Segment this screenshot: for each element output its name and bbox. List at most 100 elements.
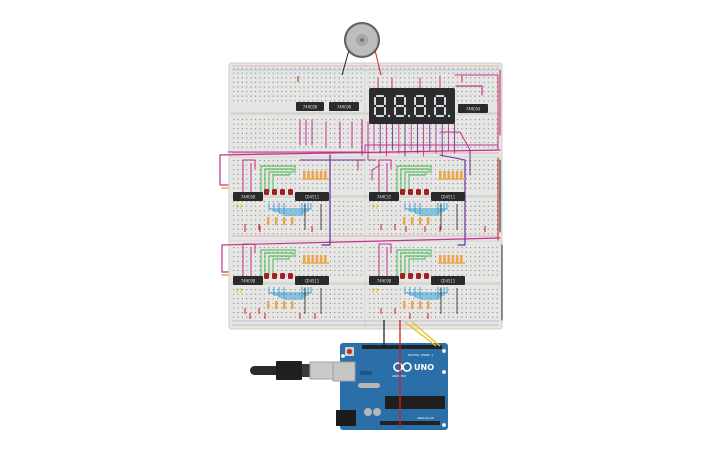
breadboard-hole[interactable] [439, 316, 441, 318]
breadboard-hole[interactable] [307, 119, 309, 121]
breadboard-hole[interactable] [325, 81, 327, 83]
breadboard-hole[interactable] [334, 214, 336, 216]
breadboard-hole[interactable] [360, 169, 362, 171]
breadboard-hole[interactable] [277, 91, 279, 93]
breadboard-hole[interactable] [430, 247, 432, 249]
breadboard-hole[interactable] [452, 164, 454, 166]
led[interactable] [400, 189, 405, 195]
breadboard-hole[interactable] [421, 128, 423, 130]
breadboard-hole[interactable] [268, 77, 270, 79]
breadboard-hole[interactable] [373, 298, 375, 300]
breadboard-hole[interactable] [246, 316, 248, 318]
breadboard-hole[interactable] [299, 205, 301, 207]
breadboard-hole[interactable] [241, 312, 243, 314]
breadboard-hole[interactable] [369, 128, 371, 130]
breadboard-hole[interactable] [496, 68, 498, 70]
breadboard-hole[interactable] [360, 142, 362, 144]
breadboard-hole[interactable] [356, 77, 358, 79]
breadboard-hole[interactable] [299, 256, 301, 258]
breadboard-hole[interactable] [391, 77, 393, 79]
breadboard-hole[interactable] [430, 265, 432, 267]
breadboard-hole[interactable] [430, 316, 432, 318]
breadboard-hole[interactable] [272, 169, 274, 171]
breadboard-hole[interactable] [487, 251, 489, 253]
breadboard-hole[interactable] [369, 274, 371, 276]
breadboard-hole[interactable] [263, 205, 265, 207]
breadboard-hole[interactable] [233, 95, 235, 97]
breadboard-hole[interactable] [496, 256, 498, 258]
breadboard-hole[interactable] [399, 169, 401, 171]
breadboard-hole[interactable] [399, 312, 401, 314]
breadboard-hole[interactable] [325, 187, 327, 189]
breadboard-hole[interactable] [413, 312, 415, 314]
breadboard-hole[interactable] [408, 256, 410, 258]
breadboard-hole[interactable] [263, 91, 265, 93]
ic-chip[interactable] [431, 192, 465, 201]
breadboard-hole[interactable] [377, 289, 379, 291]
breadboard-hole[interactable] [421, 307, 423, 309]
breadboard-hole[interactable] [496, 119, 498, 121]
breadboard-hole[interactable] [351, 68, 353, 70]
breadboard-hole[interactable] [413, 233, 415, 235]
breadboard-hole[interactable] [233, 128, 235, 130]
breadboard-hole[interactable] [299, 81, 301, 83]
breadboard-hole[interactable] [448, 68, 450, 70]
breadboard-hole[interactable] [268, 214, 270, 216]
breadboard-hole[interactable] [338, 95, 340, 97]
breadboard-hole[interactable] [290, 183, 292, 185]
breadboard-hole[interactable] [233, 219, 235, 221]
breadboard-hole[interactable] [351, 210, 353, 212]
breadboard-hole[interactable] [487, 68, 489, 70]
breadboard-hole[interactable] [391, 265, 393, 267]
breadboard-hole[interactable] [263, 86, 265, 88]
resistor[interactable] [291, 217, 294, 225]
breadboard-hole[interactable] [307, 81, 309, 83]
breadboard-hole[interactable] [377, 256, 379, 258]
breadboard-hole[interactable] [250, 160, 252, 162]
breadboard-hole[interactable] [382, 178, 384, 180]
breadboard-hole[interactable] [360, 119, 362, 121]
resistor[interactable] [427, 301, 430, 309]
breadboard-hole[interactable] [448, 160, 450, 162]
breadboard-hole[interactable] [237, 187, 239, 189]
breadboard-hole[interactable] [290, 91, 292, 93]
breadboard-hole[interactable] [417, 132, 419, 134]
breadboard-hole[interactable] [321, 160, 323, 162]
breadboard-hole[interactable] [356, 256, 358, 258]
breadboard-hole[interactable] [268, 146, 270, 148]
breadboard-hole[interactable] [321, 233, 323, 235]
resistor[interactable] [303, 255, 306, 263]
breadboard-hole[interactable] [294, 247, 296, 249]
breadboard-hole[interactable] [259, 219, 261, 221]
breadboard-hole[interactable] [246, 205, 248, 207]
breadboard-hole[interactable] [241, 210, 243, 212]
ic-chip[interactable] [233, 192, 263, 201]
breadboard-hole[interactable] [307, 274, 309, 276]
breadboard-hole[interactable] [461, 219, 463, 221]
breadboard-hole[interactable] [465, 119, 467, 121]
breadboard-hole[interactable] [474, 312, 476, 314]
breadboard-hole[interactable] [233, 146, 235, 148]
breadboard-hole[interactable] [294, 100, 296, 102]
breadboard-hole[interactable] [417, 293, 419, 295]
breadboard-hole[interactable] [408, 77, 410, 79]
breadboard-hole[interactable] [277, 298, 279, 300]
breadboard-hole[interactable] [479, 307, 481, 309]
breadboard-hole[interactable] [386, 86, 388, 88]
breadboard-hole[interactable] [487, 205, 489, 207]
breadboard-hole[interactable] [487, 228, 489, 230]
breadboard-hole[interactable] [233, 214, 235, 216]
breadboard-hole[interactable] [263, 95, 265, 97]
breadboard-hole[interactable] [487, 86, 489, 88]
breadboard-hole[interactable] [391, 205, 393, 207]
breadboard-hole[interactable] [443, 233, 445, 235]
breadboard-hole[interactable] [487, 128, 489, 130]
breadboard-hole[interactable] [474, 128, 476, 130]
breadboard-hole[interactable] [312, 247, 314, 249]
led[interactable] [424, 273, 429, 279]
breadboard-hole[interactable] [452, 86, 454, 88]
breadboard-hole[interactable] [343, 260, 345, 262]
breadboard-hole[interactable] [237, 173, 239, 175]
breadboard-hole[interactable] [404, 201, 406, 203]
breadboard-hole[interactable] [479, 128, 481, 130]
